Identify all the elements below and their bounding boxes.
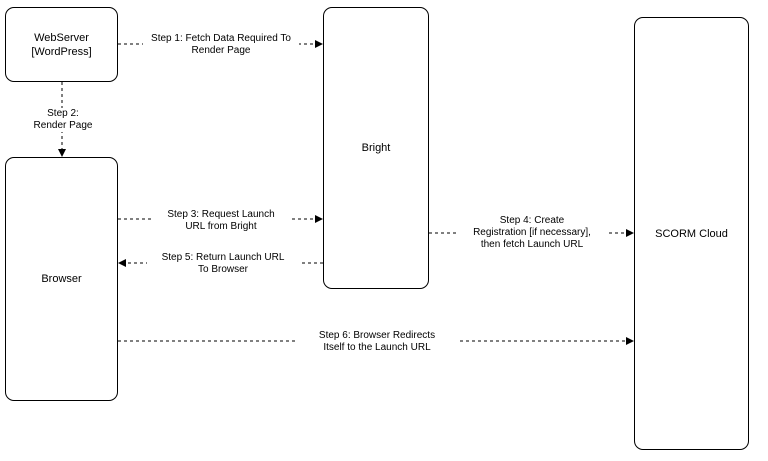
step1-label: Step 1: Fetch Data Required To Render Pa… (143, 33, 299, 57)
step1-label-line2: Render Page (191, 45, 251, 56)
step3-label-line2: URL from Bright (185, 221, 257, 232)
step4-label: Step 4: Create Registration [if necessar… (457, 215, 607, 251)
step6-label-line1: Step 6: Browser Redirects (318, 330, 436, 341)
step1-label-line1: Step 1: Fetch Data Required To (151, 33, 291, 44)
browser-label: Browser (41, 273, 82, 285)
webserver-title: WebServer (34, 31, 89, 44)
webserver-subtitle: [WordPress] (31, 45, 92, 58)
bright-label: Bright (361, 142, 391, 154)
step6-label: Step 6: Browser Redirects Itself to the … (296, 330, 458, 354)
browser-node: Browser (5, 157, 118, 401)
step3-label: Step 3: Request Launch URL from Bright (152, 209, 290, 233)
step5-label-line2: To Browser (197, 264, 248, 275)
step2-label-line1: Step 2: (47, 108, 79, 119)
step4-label-line1: Step 4: Create (499, 215, 565, 226)
step3-label-line1: Step 3: Request Launch (167, 209, 275, 220)
step2-label: Step 2: Render Page (22, 108, 104, 132)
webserver-node: WebServer [WordPress] (5, 7, 118, 82)
step5-label-line1: Step 5: Return Launch URL (161, 252, 285, 263)
step4-label-line2: Registration [if necessary], (473, 227, 591, 238)
scorm-cloud-label: SCORM Cloud (655, 227, 728, 240)
step4-label-line3: then fetch Launch URL (480, 239, 584, 250)
step5-label: Step 5: Return Launch URL To Browser (147, 252, 299, 276)
step6-label-line2: Itself to the Launch URL (323, 342, 431, 353)
scorm-cloud-node: SCORM Cloud (634, 17, 749, 450)
bright-node: Bright (323, 7, 429, 289)
step2-label-line2: Render Page (33, 120, 93, 131)
